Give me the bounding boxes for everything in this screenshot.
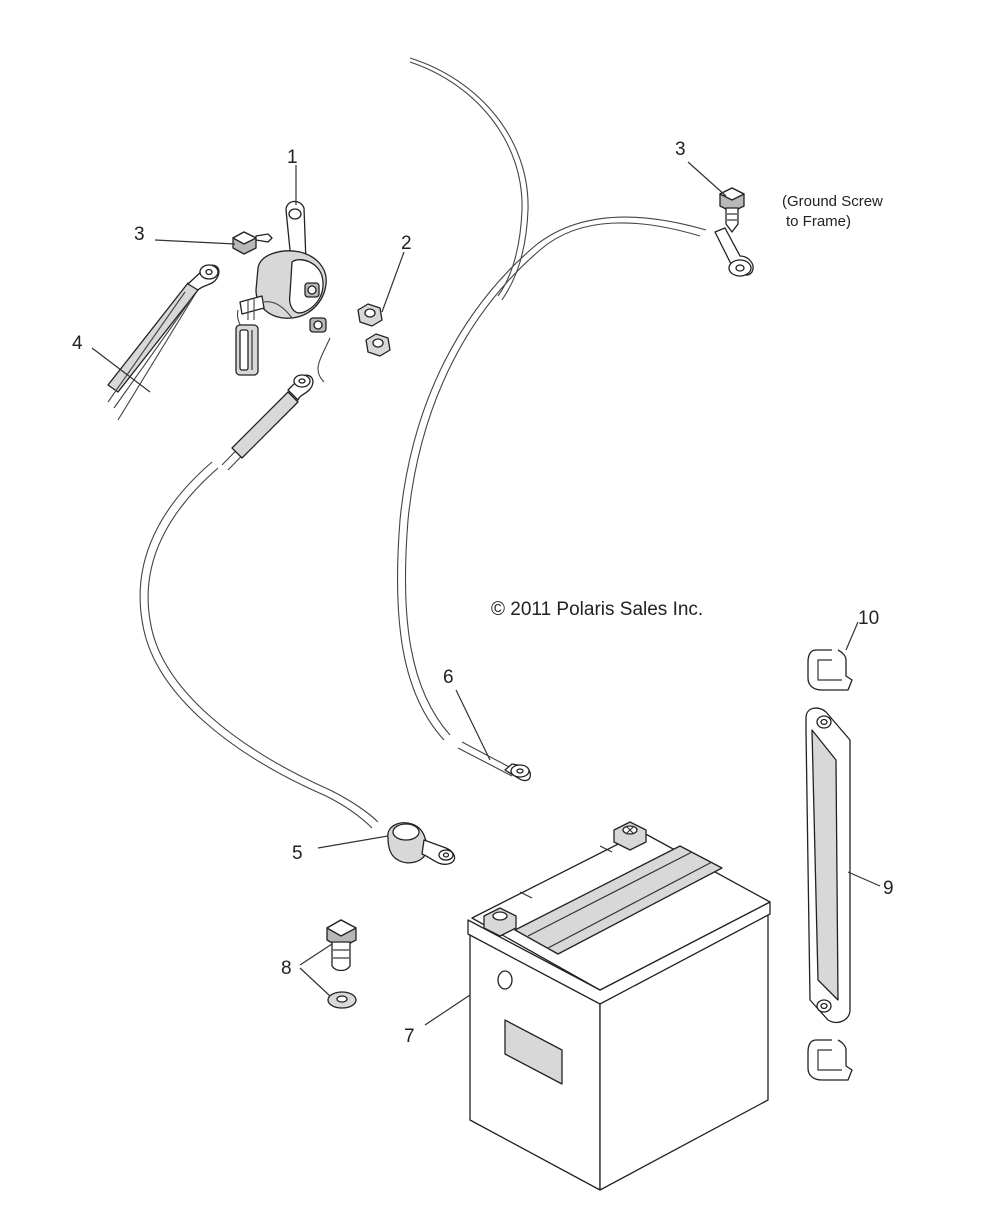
callout-7: 7	[404, 1026, 415, 1047]
hold-down-strap	[805, 707, 851, 1024]
cable-item-4	[107, 264, 220, 421]
ground-screw-note-line2: to Frame)	[786, 213, 851, 230]
callout-5: 5	[292, 843, 303, 864]
callout-9: 9	[883, 878, 894, 899]
callout-6: 6	[443, 667, 454, 688]
battery	[467, 821, 771, 1191]
starter-solenoid	[235, 200, 327, 376]
screw-solenoid	[232, 231, 273, 255]
callout-4: 4	[72, 333, 83, 354]
callout-1: 1	[287, 147, 298, 168]
cable-item-5	[139, 337, 456, 865]
nut-lower	[365, 333, 391, 357]
ground-cable	[396, 57, 707, 741]
ground-cable-frame-lug	[714, 227, 754, 277]
washer-item-8	[327, 991, 357, 1009]
callout-8: 8	[281, 958, 292, 979]
leader-lines	[91, 161, 881, 1026]
callout-10: 10	[858, 608, 879, 629]
clip-upper	[807, 649, 853, 691]
callout-3-ground-screw: 3	[675, 139, 686, 160]
ground-screw-note-line1: (Ground Screw	[782, 193, 883, 210]
bolt-item-8	[326, 919, 357, 972]
clip-lower	[807, 1039, 853, 1081]
ground-cable-battery-lug	[457, 741, 531, 782]
ground-screw-frame	[719, 187, 745, 233]
callout-3-solenoid-screw: 3	[134, 224, 145, 245]
callout-2: 2	[401, 233, 412, 254]
nut-upper	[357, 303, 383, 327]
copyright-notice: © 2011 Polaris Sales Inc.	[491, 599, 703, 620]
